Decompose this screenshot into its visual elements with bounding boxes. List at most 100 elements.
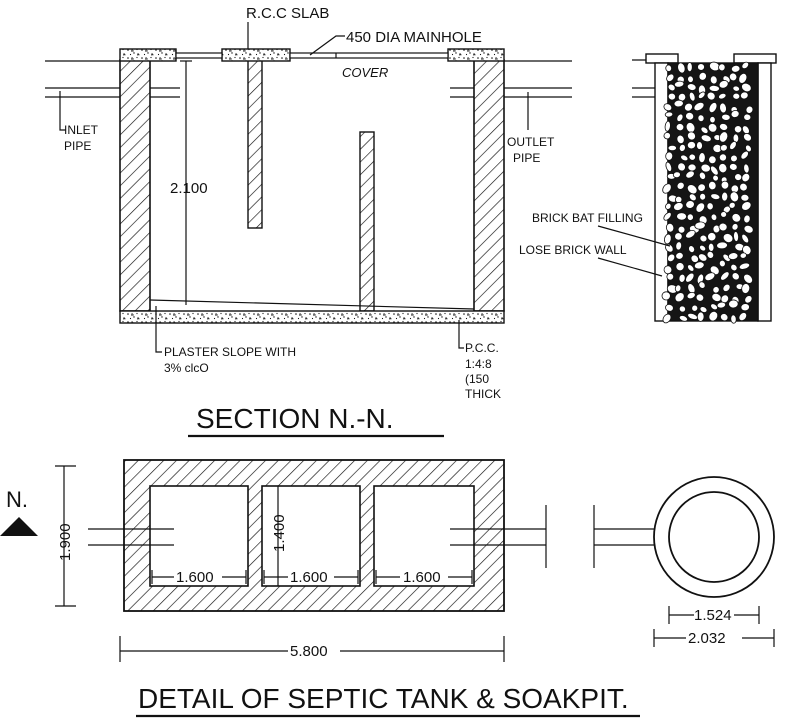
- stone: [718, 92, 727, 100]
- stone: [699, 234, 708, 243]
- stone: [707, 123, 718, 133]
- stone: [666, 272, 675, 281]
- stone: [673, 202, 684, 211]
- section-title: SECTION N.-N.: [196, 403, 394, 434]
- inlet-label-2: PIPE: [64, 139, 91, 153]
- stone: [676, 212, 687, 221]
- stone: [677, 62, 686, 74]
- soakpit-inner-dim: 1.524: [694, 607, 732, 624]
- stone: [740, 303, 750, 312]
- left-wall: [119, 59, 151, 312]
- stone: [676, 113, 684, 122]
- stone: [719, 144, 728, 152]
- stone: [718, 131, 729, 143]
- stone: [744, 295, 753, 304]
- stone: [722, 283, 731, 292]
- stone: [728, 201, 736, 209]
- stone: [665, 202, 672, 210]
- stone: [718, 80, 729, 89]
- stone: [716, 301, 727, 309]
- stone: [745, 144, 752, 153]
- stone: [707, 242, 715, 252]
- stone: [728, 72, 738, 82]
- stone: [685, 272, 695, 283]
- stone: [741, 82, 752, 93]
- stone: [720, 180, 730, 190]
- stone: [743, 214, 751, 224]
- stone: [664, 120, 671, 132]
- stone: [695, 293, 705, 302]
- stone: [718, 63, 726, 72]
- stone: [710, 165, 719, 176]
- stone: [733, 231, 739, 242]
- stone: [719, 102, 727, 114]
- stone: [743, 133, 752, 142]
- stone: [688, 91, 696, 102]
- stone: [675, 262, 685, 272]
- stone: [707, 232, 717, 242]
- stone: [732, 92, 741, 100]
- stone: [716, 241, 728, 250]
- stone: [708, 310, 719, 322]
- stone: [710, 303, 718, 311]
- stone: [680, 154, 689, 162]
- pcc-base: [119, 310, 505, 324]
- stone: [698, 152, 706, 164]
- stone: [741, 61, 750, 70]
- stone: [708, 180, 717, 191]
- stone: [697, 114, 705, 122]
- stone: [719, 123, 729, 131]
- soakpit-section-view: BRICK BAT FILLING LOSE BRICK WALL: [519, 53, 777, 324]
- stone: [712, 286, 720, 294]
- chamber-3: [373, 485, 475, 587]
- slab-right: [447, 48, 505, 62]
- stone: [699, 244, 707, 252]
- stone: [733, 125, 743, 134]
- stone: [698, 71, 707, 81]
- stone: [730, 314, 737, 324]
- stone: [740, 91, 749, 100]
- stone: [673, 80, 685, 88]
- stone: [742, 244, 752, 256]
- section-marker-arrow: [0, 517, 38, 536]
- stone: [688, 193, 697, 202]
- stone: [665, 151, 674, 161]
- stone: [741, 201, 752, 211]
- manhole-cover-right: [289, 52, 449, 59]
- stone: [730, 154, 738, 163]
- stone: [738, 312, 748, 322]
- plan-view: N. 1.900 1.400 1.600: [0, 459, 775, 718]
- pcc-label-3: (150: [465, 372, 489, 386]
- stone: [731, 213, 742, 223]
- stone: [678, 143, 686, 152]
- stone: [697, 91, 706, 99]
- stone: [720, 211, 728, 218]
- stone: [708, 102, 718, 113]
- outlet-label-1: OUTLET: [507, 135, 555, 149]
- stone: [693, 261, 705, 270]
- stone: [696, 141, 703, 150]
- stone: [666, 73, 675, 82]
- stone: [709, 116, 716, 124]
- stone: [698, 171, 707, 180]
- stone: [698, 253, 708, 262]
- stone: [698, 281, 706, 289]
- section-marker-label: N.: [6, 487, 28, 512]
- stone: [693, 101, 705, 112]
- stone-pattern: [661, 61, 754, 324]
- stone: [686, 141, 696, 150]
- total-length-dim: 5.800: [290, 643, 328, 660]
- section-view: 2.100 R.C.C SLAB 450 DIA MAINHOLE COVER …: [45, 5, 572, 438]
- stone: [743, 113, 752, 121]
- stone: [695, 202, 706, 213]
- stone: [687, 163, 697, 172]
- stone: [704, 272, 716, 282]
- stone: [700, 126, 709, 134]
- stone: [663, 212, 672, 221]
- plaster-label-2: 3% clcO: [164, 361, 209, 375]
- stone: [686, 291, 696, 300]
- plaster-label-1: PLASTER SLOPE WITH: [164, 345, 296, 359]
- stone: [667, 253, 676, 263]
- pcc-label-1: P.C.C.: [465, 341, 499, 355]
- stone: [710, 213, 718, 221]
